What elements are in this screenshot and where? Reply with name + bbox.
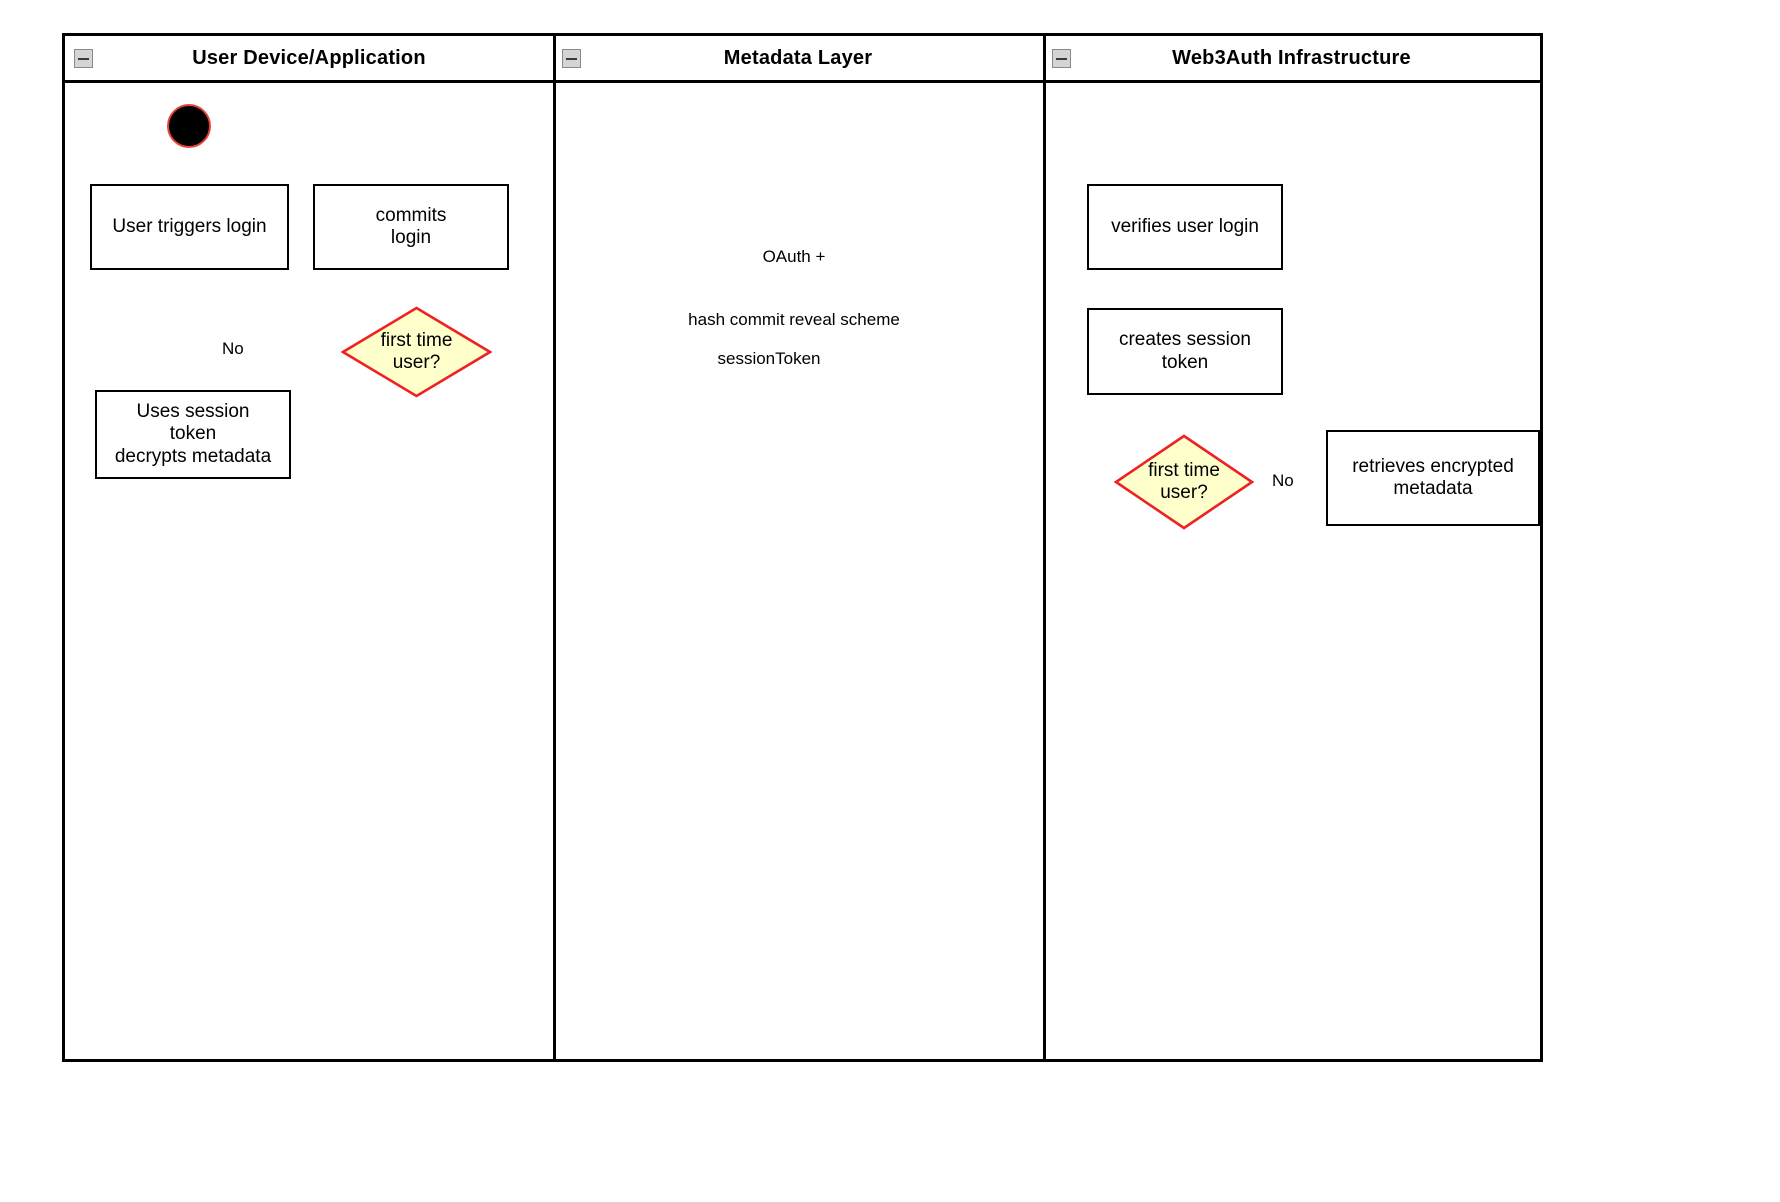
lane-web3auth: Web3Auth Infrastructure <box>1043 36 1540 1059</box>
node-retrieves-encrypted-metadata[interactable]: retrieves encrypted metadata <box>1326 430 1540 526</box>
node-label: verifies user login <box>1111 215 1259 237</box>
node-uses-session-token[interactable]: Uses session token decrypts metadata <box>95 390 291 479</box>
lane-metadata: Metadata Layer <box>553 36 1043 1059</box>
lane-user-device: User Device/Application <box>65 36 553 1059</box>
lane-title-metadata: Metadata Layer <box>723 46 873 69</box>
minus-icon[interactable] <box>1052 49 1071 68</box>
start-node <box>167 104 211 148</box>
decision-label: first time user? <box>1148 459 1220 503</box>
edge-label-no-server: No <box>1268 470 1298 492</box>
node-label: User triggers login <box>112 215 267 237</box>
node-creates-session-token[interactable]: creates session token <box>1087 308 1283 395</box>
node-commits-login[interactable]: commits login <box>313 184 509 270</box>
diamond-shape <box>341 306 492 398</box>
lane-divider-2 <box>1043 36 1046 1059</box>
lane-header-metadata: Metadata Layer <box>553 36 1043 83</box>
edge-label-session-token: sessionToken <box>700 348 838 370</box>
edge-label-oauth-line2: hash commit reveal scheme <box>688 310 900 330</box>
node-label: Uses session token decrypts metadata <box>114 400 272 467</box>
node-label: commits login <box>375 204 447 248</box>
edge-label-oauth-line1: OAuth + <box>762 246 826 266</box>
edge-label-oauth: OAuth + hash commit reveal scheme <box>625 203 963 373</box>
lane-header-web3auth: Web3Auth Infrastructure <box>1043 36 1540 83</box>
node-label: creates session token <box>1118 329 1251 373</box>
edge-label-no-client: No <box>218 338 248 360</box>
node-user-triggers-login[interactable]: User triggers login <box>90 184 289 270</box>
lane-header-user-device: User Device/Application <box>65 36 553 83</box>
minus-icon[interactable] <box>74 49 93 68</box>
decision-label: first time user? <box>380 329 453 373</box>
lane-divider-1 <box>553 36 556 1059</box>
decision-first-time-user-client[interactable]: first time user? <box>341 306 492 398</box>
decision-first-time-user-server[interactable]: first time user? <box>1114 434 1254 530</box>
node-label: retrieves encrypted metadata <box>1352 455 1514 499</box>
minus-icon[interactable] <box>562 49 581 68</box>
lane-title-user-device: User Device/Application <box>192 46 426 69</box>
lane-title-web3auth: Web3Auth Infrastructure <box>1172 46 1411 69</box>
diamond-shape <box>1114 434 1254 530</box>
node-verifies-user-login[interactable]: verifies user login <box>1087 184 1283 270</box>
